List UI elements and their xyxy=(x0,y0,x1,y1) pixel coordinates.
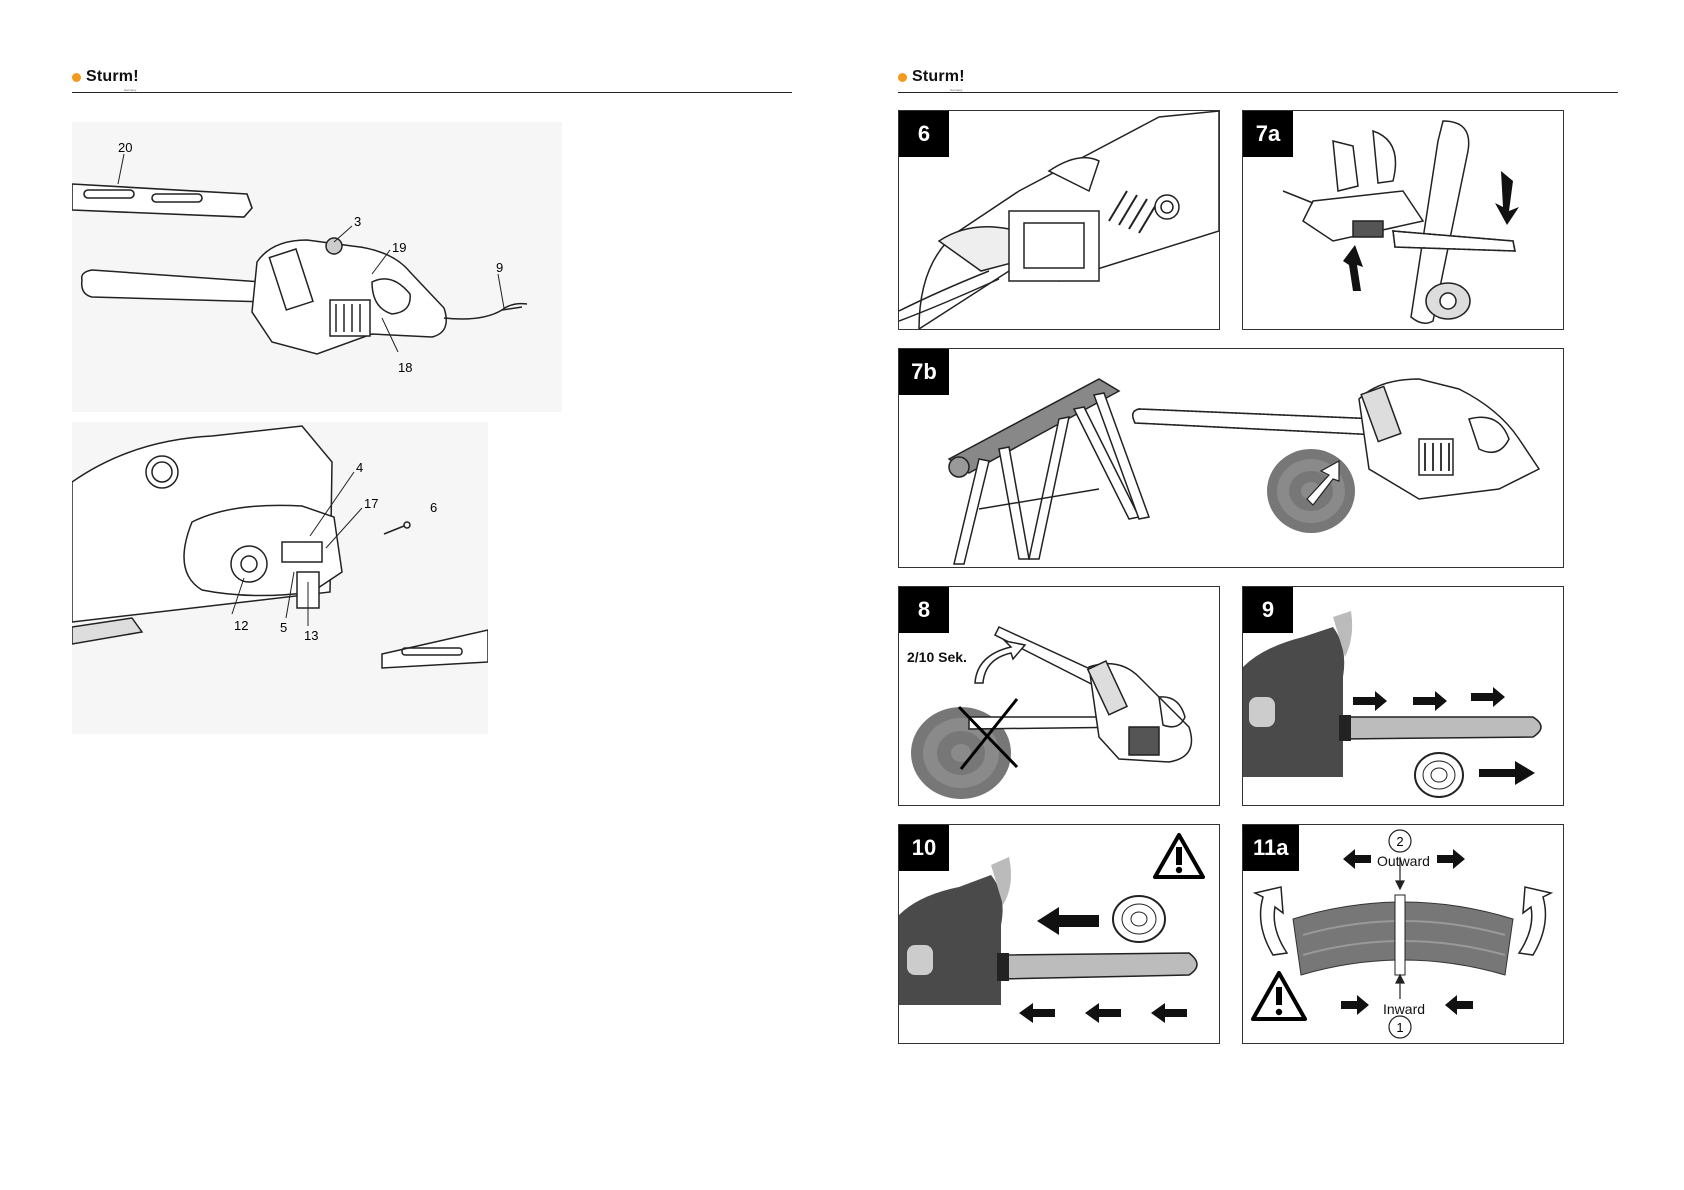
kickback-time-note: 2/10 Sek. xyxy=(907,649,967,665)
figure-panel-9: 9 xyxy=(1242,586,1564,806)
panel-label: 8 xyxy=(899,587,949,633)
warning-icon xyxy=(1251,971,1307,1021)
page-header-left: Sturm! Germany xyxy=(72,68,792,93)
chainsaw-drawing xyxy=(80,237,528,355)
arrow-icon xyxy=(1343,171,1519,291)
figure-panel-11a: 11a Outward Inward 2 1 xyxy=(1242,824,1564,1044)
callout-5: 5 xyxy=(280,620,287,635)
brand-logo: Sturm! xyxy=(898,68,965,86)
panel-label: 9 xyxy=(1243,587,1293,633)
step-1-text: 1 xyxy=(1396,1020,1403,1035)
callout-12: 12 xyxy=(234,618,248,633)
step-2-text: 2 xyxy=(1396,834,1403,849)
chainsaw-sprocket-drawing: 4 17 6 12 5 13 xyxy=(72,422,488,734)
arrow-icon xyxy=(1306,459,1340,506)
callout-9: 9 xyxy=(496,260,503,275)
page-header-right: Sturm! Germany xyxy=(898,68,1618,93)
panel-label: 10 xyxy=(899,825,949,871)
callout-19: 19 xyxy=(392,240,406,255)
figure-panel-8: 8 2/10 Sek. xyxy=(898,586,1220,806)
callout-17: 17 xyxy=(364,496,378,511)
callout-4: 4 xyxy=(356,460,363,475)
step-number-1: 1 xyxy=(1388,1015,1412,1039)
figure-panel-7b: 7b xyxy=(898,348,1564,568)
figure-panel-10: 10 xyxy=(898,824,1220,1044)
callout-18: 18 xyxy=(398,360,412,375)
panel-label: 7a xyxy=(1243,111,1293,157)
outward-label: Outward xyxy=(1377,853,1430,869)
arrow-icon xyxy=(1341,849,1473,1015)
log-end xyxy=(1267,449,1355,533)
bent-log xyxy=(1292,894,1514,976)
brand-name: Sturm! xyxy=(86,68,139,85)
step-number-2: 2 xyxy=(1388,829,1412,853)
brand-logo: Sturm! xyxy=(72,68,139,86)
figure-panel-6: 6 xyxy=(898,110,1220,330)
callout-13: 13 xyxy=(304,628,318,643)
brand-sub: Germany xyxy=(950,88,963,92)
chainsaw-overview-drawing: 20 3 19 9 18 xyxy=(72,122,562,412)
callout-6: 6 xyxy=(430,500,437,515)
arrow-icon xyxy=(1353,687,1535,785)
brand-sub: Germany xyxy=(124,88,137,92)
log-end xyxy=(1112,895,1166,943)
panel-label: 11a xyxy=(1243,825,1299,871)
warning-icon xyxy=(1153,833,1205,879)
panel-label: 7b xyxy=(899,349,949,395)
panel-label: 6 xyxy=(899,111,949,157)
arrow-icon xyxy=(1019,907,1187,1023)
cross-mark xyxy=(957,698,1019,770)
brand-name: Sturm! xyxy=(912,68,965,85)
brand-dot-icon xyxy=(898,72,907,82)
bottom-callout-lines xyxy=(231,471,363,626)
log-end xyxy=(1414,752,1464,798)
inward-label: Inward xyxy=(1383,1001,1426,1017)
brand-dot-icon xyxy=(72,72,81,82)
callout-20: 20 xyxy=(118,140,132,155)
log-end xyxy=(911,707,1011,799)
top-callout-lines xyxy=(117,153,505,353)
figure-panel-7a: 7a xyxy=(1242,110,1564,330)
callout-3: 3 xyxy=(354,214,361,229)
guide-bar-drawing xyxy=(72,183,253,218)
